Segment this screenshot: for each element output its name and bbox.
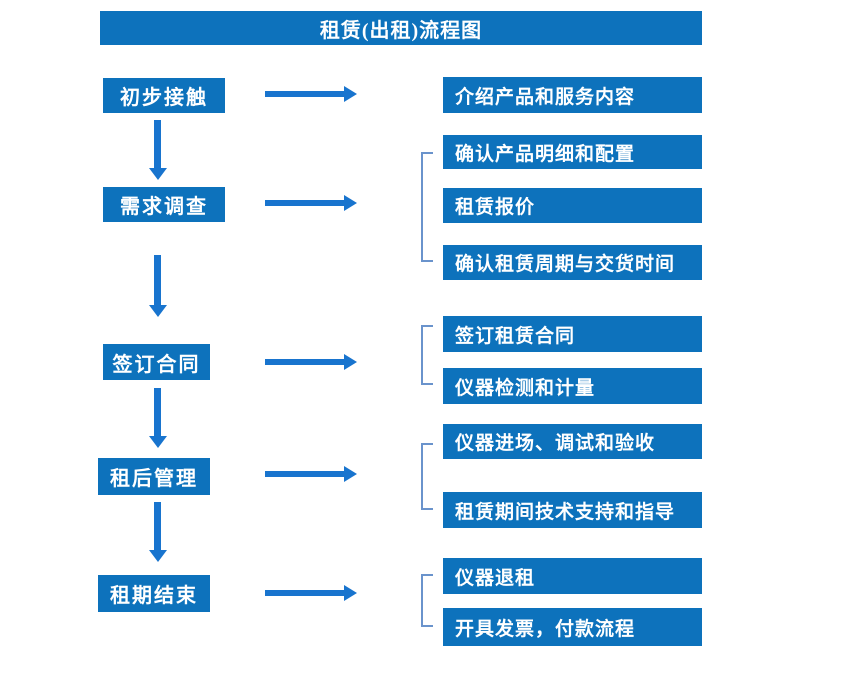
arrow-head-icon xyxy=(344,86,357,102)
step-sign-contract: 签订合同 xyxy=(103,344,210,380)
flowchart-title: 租赁(出租)流程图 xyxy=(100,11,702,45)
arrow-head-icon xyxy=(149,168,167,180)
arrow-head-icon xyxy=(344,466,357,482)
detail-introduce-products: 介绍产品和服务内容 xyxy=(443,77,702,113)
group-bracket-post-rental xyxy=(421,443,433,510)
step-rental-end: 租期结束 xyxy=(98,575,210,612)
down-arrow-3 xyxy=(149,388,167,448)
detail-instrument-testing: 仪器检测和计量 xyxy=(443,368,702,404)
step-demand-survey: 需求调查 xyxy=(103,187,225,222)
arrow-head-icon xyxy=(149,305,167,317)
arrow-shaft xyxy=(154,388,161,436)
arrow-shaft xyxy=(265,200,344,206)
arrow-head-icon xyxy=(149,550,167,562)
arrow-shaft xyxy=(265,471,344,477)
detail-instrument-return: 仪器退租 xyxy=(443,558,702,594)
arrow-shaft xyxy=(265,359,344,365)
arrow-head-icon xyxy=(344,195,357,211)
down-arrow-4 xyxy=(149,502,167,562)
detail-invoice-payment: 开具发票，付款流程 xyxy=(443,608,702,646)
arrow-shaft xyxy=(154,502,161,550)
right-arrow-4 xyxy=(265,466,357,482)
arrow-head-icon xyxy=(344,585,357,601)
detail-technical-support: 租赁期间技术支持和指导 xyxy=(443,492,702,528)
detail-confirm-rental-period: 确认租赁周期与交货时间 xyxy=(443,245,702,280)
detail-sign-rental-contract: 签订租赁合同 xyxy=(443,316,702,352)
down-arrow-1 xyxy=(149,120,167,180)
arrow-head-icon xyxy=(149,436,167,448)
arrow-head-icon xyxy=(344,354,357,370)
arrow-shaft xyxy=(265,91,344,97)
right-arrow-1 xyxy=(265,86,357,102)
group-bracket-sign-contract xyxy=(421,325,433,385)
arrow-shaft xyxy=(154,255,161,305)
group-bracket-demand-survey xyxy=(421,152,433,262)
group-bracket-rental-end xyxy=(421,574,433,627)
right-arrow-2 xyxy=(265,195,357,211)
detail-confirm-product-details: 确认产品明细和配置 xyxy=(443,135,702,169)
detail-instrument-setup: 仪器进场、调试和验收 xyxy=(443,424,702,459)
arrow-shaft xyxy=(265,590,344,596)
step-initial-contact: 初步接触 xyxy=(103,78,225,113)
right-arrow-3 xyxy=(265,354,357,370)
down-arrow-2 xyxy=(149,255,167,317)
arrow-shaft xyxy=(154,120,161,168)
step-post-rental-management: 租后管理 xyxy=(98,458,210,495)
right-arrow-5 xyxy=(265,585,357,601)
detail-rental-quotation: 租赁报价 xyxy=(443,188,702,223)
